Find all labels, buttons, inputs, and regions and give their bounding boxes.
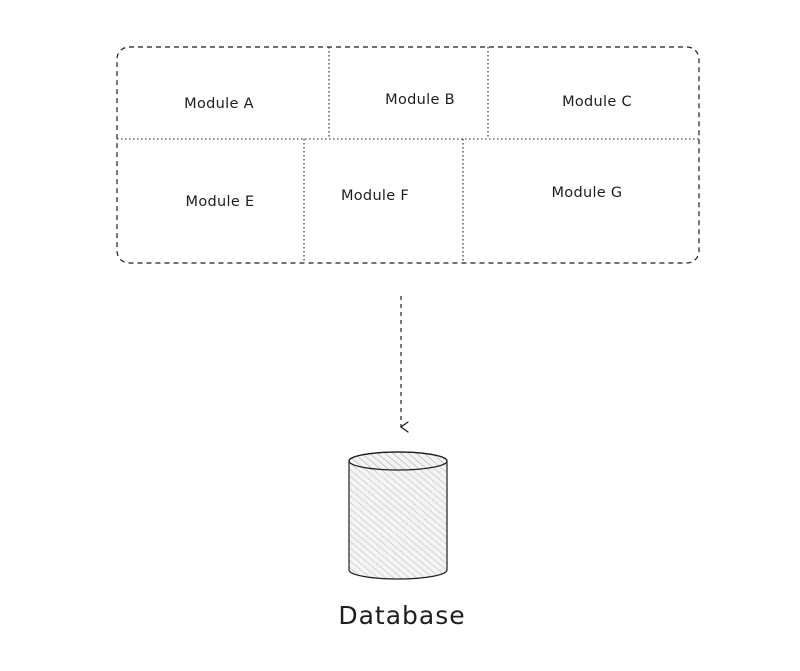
module-c-cell: Module C [562, 94, 632, 110]
module-a-label: Module A [184, 96, 254, 112]
module-g-cell: Module G [552, 185, 623, 201]
module-c-label: Module C [562, 94, 632, 110]
module-f-cell: Module F [341, 188, 409, 204]
module-e-cell: Module E [186, 194, 255, 210]
database-label: Database [338, 601, 465, 630]
database-top [348, 451, 448, 471]
module-f-label: Module F [341, 188, 409, 204]
module-b-cell: Module B [385, 92, 455, 108]
database-icon [348, 451, 448, 580]
module-e-label: Module E [186, 194, 255, 210]
modules-container-border [116, 46, 700, 264]
module-g-label: Module G [552, 185, 623, 201]
database-hatch [348, 451, 448, 580]
module-a-cell: Module A [184, 96, 254, 112]
modules-container: Module A Module B Module C Module E Modu… [116, 46, 700, 264]
module-b-label: Module B [385, 92, 455, 108]
